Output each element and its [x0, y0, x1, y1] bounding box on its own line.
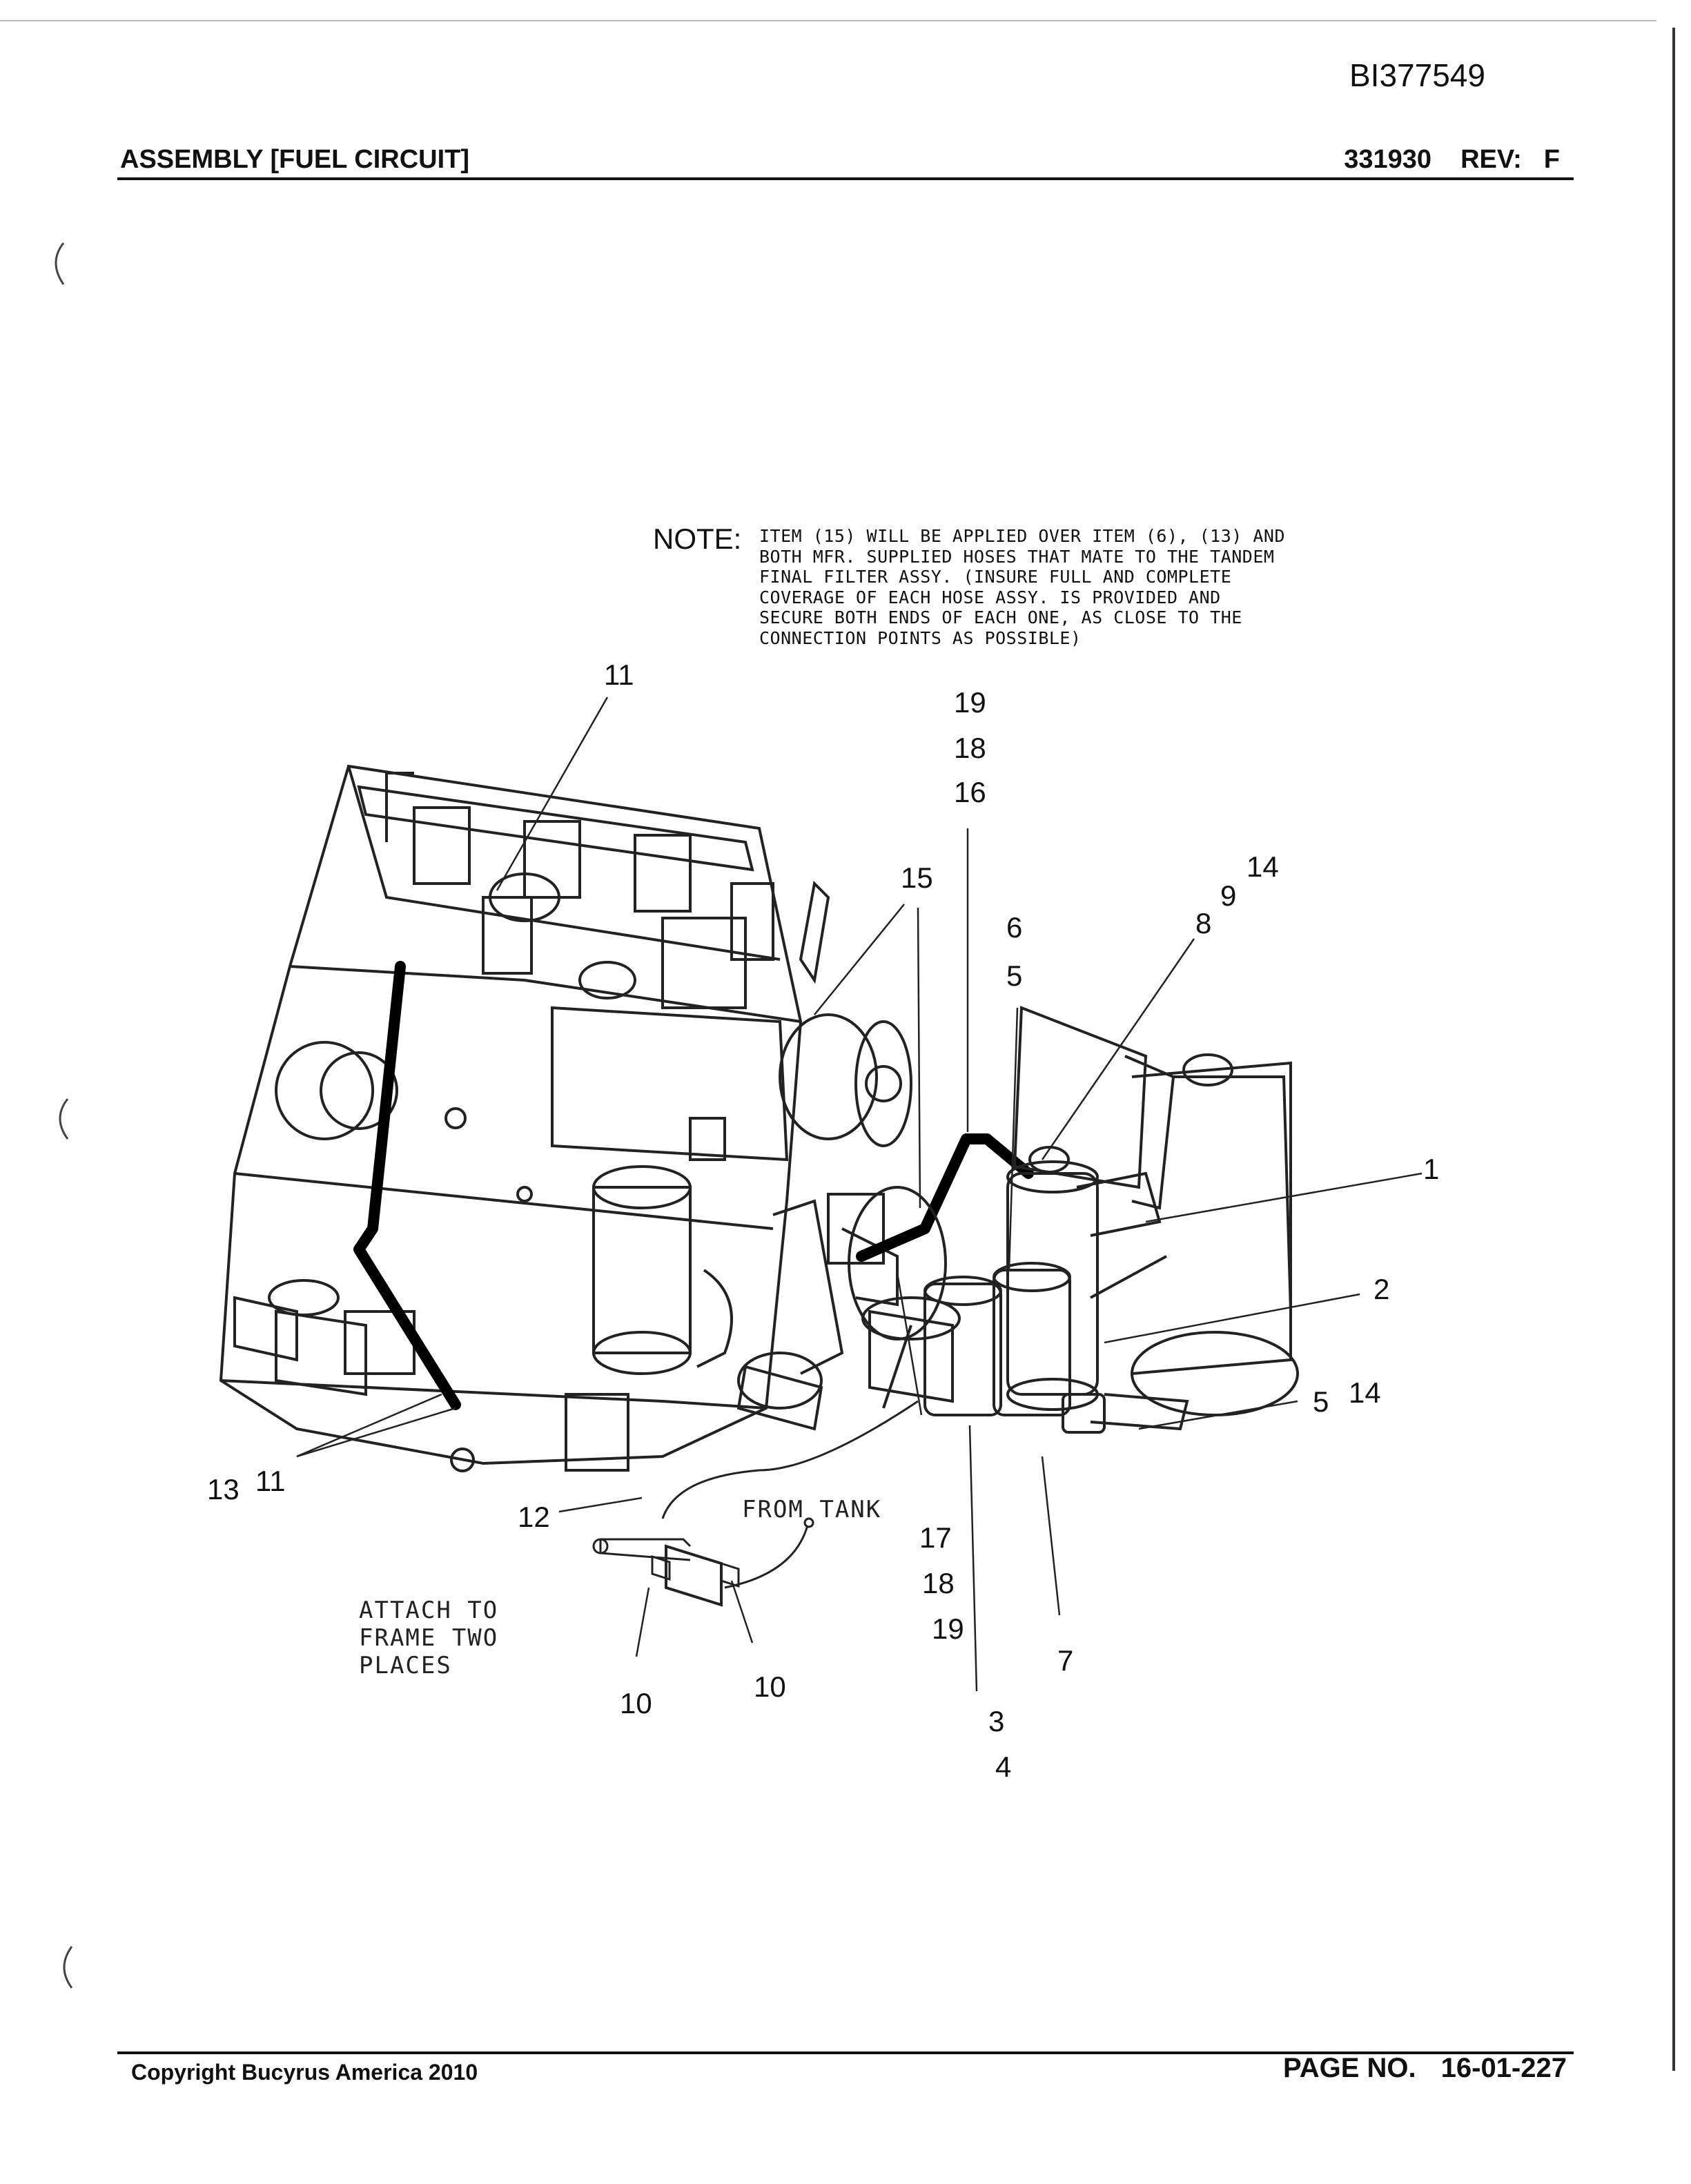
- callout-18-a: 18: [954, 732, 986, 764]
- callout-18-b: 18: [922, 1567, 955, 1599]
- note-line: CONNECTION POINTS AS POSSIBLE): [759, 627, 1082, 648]
- part-number: 331930: [1344, 145, 1432, 174]
- note-line: COVERAGE OF EACH HOSE ASSY. IS PROVIDED …: [759, 587, 1221, 607]
- rev-label: REV:: [1460, 145, 1522, 174]
- fuel-hoses: [353, 961, 1034, 1410]
- leader-lines: [296, 696, 1423, 1692]
- assembly-title: ASSEMBLY [FUEL CIRCUIT]: [120, 145, 470, 174]
- rev-value: F: [1543, 145, 1560, 174]
- callout-11-top: 11: [604, 659, 634, 691]
- tank-line-and-valve: [592, 1400, 919, 1607]
- callout-15: 15: [901, 861, 933, 894]
- callout-13: 13: [207, 1473, 240, 1505]
- callout-11-bottom: 11: [255, 1465, 286, 1497]
- callout-5-b: 5: [1313, 1385, 1329, 1418]
- callout-3: 3: [988, 1705, 1004, 1737]
- from-tank-label: FROM TANK: [742, 1496, 881, 1523]
- callout-12: 12: [518, 1501, 550, 1533]
- scan-artifacts: [0, 20, 1675, 2071]
- part-revision: 331930 REV: F: [1315, 145, 1560, 175]
- hose-right: [856, 1133, 1034, 1262]
- callout-10-a: 10: [620, 1687, 652, 1719]
- page-header: ASSEMBLY [FUEL CIRCUIT] 331930 REV: F: [117, 142, 1574, 180]
- page-value: 16-01-227: [1440, 2053, 1567, 2083]
- callout-19-b: 19: [932, 1612, 964, 1645]
- document-id: BI377549: [1349, 57, 1485, 93]
- note-line: SECURE BOTH ENDS OF EACH ONE, AS CLOSE T…: [759, 607, 1242, 627]
- callout-7: 7: [1057, 1644, 1073, 1677]
- callout-numbers: 11 19 18 16 15 14 9 8 6 5 1 2 5 14 13 11…: [207, 659, 1439, 1783]
- engine-assembly: [219, 764, 912, 1472]
- note-line: BOTH MFR. SUPPLIED HOSES THAT MATE TO TH…: [759, 546, 1275, 567]
- callout-4: 4: [995, 1751, 1011, 1783]
- copyright: Copyright Bucyrus America 2010: [131, 2060, 478, 2085]
- callout-17: 17: [919, 1521, 952, 1554]
- callout-9: 9: [1220, 879, 1236, 912]
- callout-2: 2: [1374, 1273, 1389, 1305]
- note-text: ITEM (15) WILL BE APPLIED OVER ITEM (6),…: [759, 526, 1353, 648]
- callout-6: 6: [1006, 911, 1022, 944]
- callout-8: 8: [1195, 907, 1211, 939]
- hose-left: [353, 961, 461, 1410]
- attach-label-line-2: FRAME TWO: [359, 1624, 498, 1652]
- note-line: ITEM (15) WILL BE APPLIED OVER ITEM (6),…: [759, 526, 1286, 546]
- drawing-labels: FROM TANK ATTACH TO FRAME TWO PLACES: [359, 1496, 881, 1679]
- callout-19-a: 19: [954, 686, 986, 719]
- page-label: PAGE NO.: [1283, 2053, 1416, 2083]
- attach-label-line-3: PLACES: [359, 1652, 452, 1679]
- callout-16: 16: [954, 776, 986, 808]
- note-label: NOTE:: [653, 523, 742, 555]
- note-line: FINAL FILTER ASSY. (INSURE FULL AND COMP…: [759, 567, 1232, 587]
- callout-5-a: 5: [1006, 959, 1022, 992]
- filter-assembly: [848, 1006, 1299, 1434]
- callout-14-b: 14: [1349, 1376, 1381, 1409]
- attach-label-line-1: ATTACH TO: [359, 1597, 498, 1624]
- callout-1: 1: [1423, 1153, 1439, 1185]
- page-number: PAGE NO. 16-01-227: [1283, 2053, 1567, 2084]
- callout-10-b: 10: [754, 1670, 786, 1703]
- page-footer: Copyright Bucyrus America 2010 PAGE NO. 1…: [117, 2051, 1574, 2085]
- callout-14-a: 14: [1247, 850, 1279, 883]
